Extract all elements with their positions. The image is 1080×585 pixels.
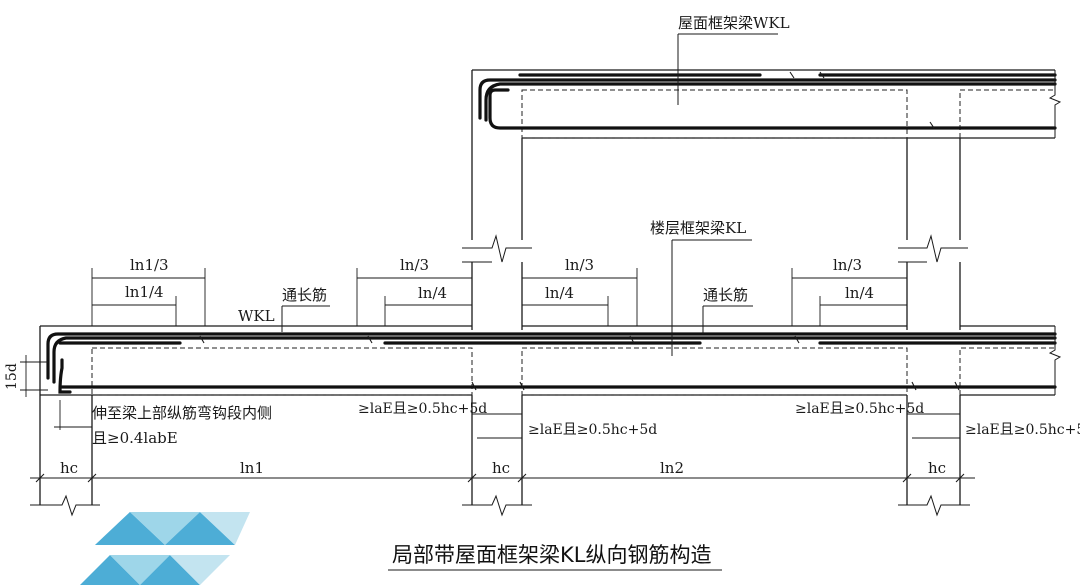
floor-beam-label: 楼层框架梁KL xyxy=(650,219,746,237)
dim-ln-third-1: ln/3 xyxy=(400,256,429,274)
anchor-label-2: ≥laE且≥0.5hc+5d xyxy=(528,422,657,438)
dim-ln-quarter-3: ln/4 xyxy=(845,284,874,302)
roof-beam-wkl xyxy=(471,69,1062,240)
watermark-logo xyxy=(80,512,250,585)
fifteen-d-label: 15d xyxy=(4,363,20,390)
dim-ln-quarter-1: ln/4 xyxy=(418,284,447,302)
dim-ln-quarter-2: ln/4 xyxy=(545,284,574,302)
bottom-dimensions xyxy=(30,473,975,517)
dim-ln-third-2: ln/3 xyxy=(565,256,594,274)
dim-ln1-third: ln1/3 xyxy=(130,256,169,274)
through-bar-label-left: 通长筋 xyxy=(282,286,327,304)
dim-ln1-quarter: ln1/4 xyxy=(125,283,164,301)
anchor-note-line2: 且≥0.4labE xyxy=(92,429,178,447)
fifteen-d-dimension xyxy=(20,355,48,397)
floor-beam xyxy=(39,325,1062,505)
anchor-label-4: ≥laE且≥0.5hc+5d xyxy=(965,422,1080,438)
hc-label-3: hc xyxy=(928,459,946,477)
through-bar-label-right: 通长筋 xyxy=(703,286,748,304)
hc-label-1: hc xyxy=(60,459,78,477)
wkl-label: WKL xyxy=(238,307,275,325)
top-dimensions xyxy=(91,268,907,326)
anchor-label-3: ≥laE且≥0.5hc+5d xyxy=(795,401,924,417)
dim-ln-third-3: ln/3 xyxy=(833,256,862,274)
column-breaks xyxy=(462,234,968,330)
diagram-title: 局部带屋面框架梁KL纵向钢筋构造 xyxy=(392,543,711,567)
anchor-note-line1: 伸至梁上部纵筋弯钩段内侧 xyxy=(92,404,272,422)
ln2-label: ln2 xyxy=(660,459,684,477)
roof-beam-label: 屋面框架梁WKL xyxy=(678,14,790,32)
anchor-label-1: ≥laE且≥0.5hc+5d xyxy=(358,401,487,417)
ln1-label: ln1 xyxy=(240,459,264,477)
hc-label-2: hc xyxy=(492,459,510,477)
